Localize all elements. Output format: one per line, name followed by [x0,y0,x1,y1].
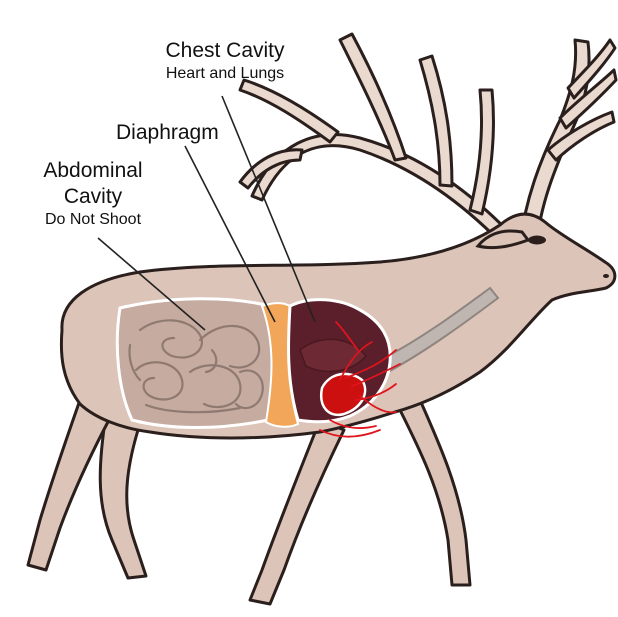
eye [528,236,546,245]
abdominal-cavity-title-line1: Abdominal [22,160,164,181]
abdominal-cavity-subtitle: Do Not Shoot [18,212,168,228]
chest-cavity-title: Chest Cavity [150,40,300,61]
chest-cavity-subtitle: Heart and Lungs [150,66,300,82]
abdominal-cavity-title-line2: Cavity [22,186,164,207]
nostril [603,274,609,278]
diaphragm-label: Diaphragm [116,122,219,143]
